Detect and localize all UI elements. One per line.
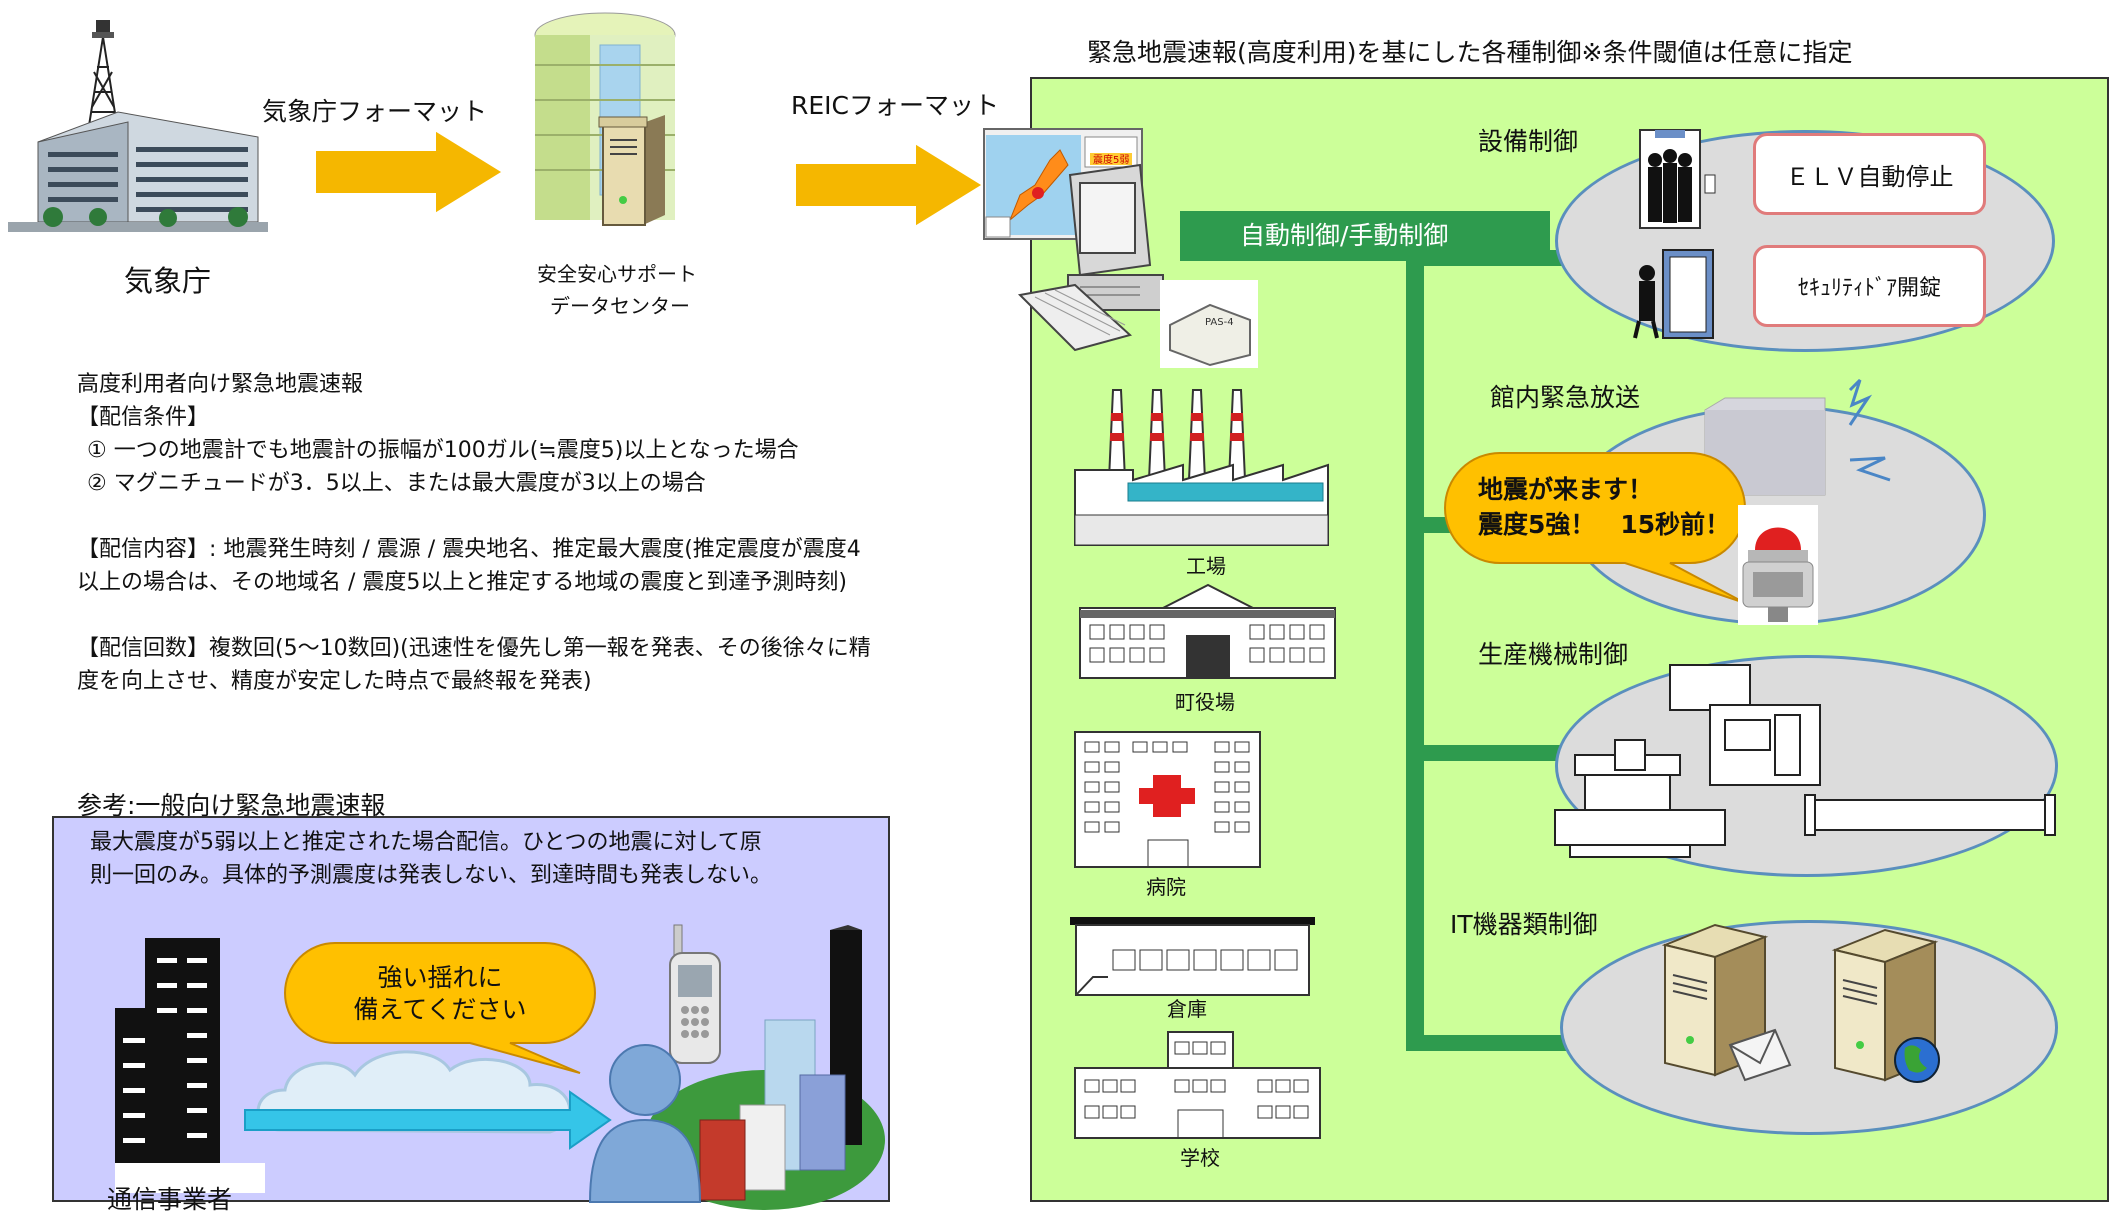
- cloud-signal-icon: [244, 1050, 612, 1150]
- building-label-hospital: 病院: [1146, 875, 1186, 899]
- warehouse-icon: [1070, 917, 1315, 996]
- broadcast-bubble-text-2: 震度5強！ 15秒前！: [1478, 510, 1731, 539]
- control-title: 緊急地震速報(高度利用)を基にした各種制御※条件閾値は任意に指定: [1087, 38, 1853, 67]
- factory-icon: [1074, 389, 1329, 546]
- svg-text:PAS-4: PAS-4: [1205, 317, 1234, 328]
- client-pc-icon: 震度5弱 PAS-4: [983, 128, 1258, 368]
- jma-building-icon: [8, 20, 268, 232]
- count-1: 【配信回数】複数回(5～10数回)(迅速性を優先し第一報を発表、その後徐々に精: [77, 636, 871, 661]
- auto-manual-label: 自動制御/手動制御: [1240, 221, 1449, 250]
- content-2: 以上の場合は、その地域名 / 震度5以上と推定する地域の震度と到達予測時刻): [77, 570, 847, 595]
- center-label-1: 安全安心サポート: [537, 262, 697, 286]
- reic-format-label: REICフォーマット: [791, 91, 999, 120]
- broadcast-label: 館内緊急放送: [1490, 383, 1641, 412]
- town-hall-icon: [1079, 583, 1336, 679]
- elevator-icon: [1639, 129, 1716, 229]
- building-label-school: 学校: [1180, 1146, 1220, 1170]
- school-icon: [1074, 1031, 1321, 1139]
- building-label-townhall: 町役場: [1175, 690, 1235, 714]
- broadcast-bubble: [1444, 452, 1746, 604]
- arrow-jma-to-center: [314, 128, 505, 216]
- count-2: 度を向上させ、精度が安定した時点で最終報を発表): [77, 669, 592, 694]
- general-bubble: [284, 942, 596, 1074]
- jma-label: 気象庁: [124, 264, 212, 298]
- center-label-2: データセンター: [550, 294, 690, 318]
- security-door-icon: [1633, 249, 1714, 339]
- carrier-building-icon: [115, 938, 265, 1193]
- it-oval: [1560, 920, 2058, 1135]
- broadcast-bubble-text-1: 地震が来ます！: [1478, 475, 1654, 504]
- production-label: 生産機械制御: [1478, 640, 1629, 669]
- it-label: IT機器類制御: [1450, 910, 1598, 939]
- person-city-icon: [588, 924, 885, 1210]
- jma-format-label: 気象庁フォーマット: [262, 97, 488, 126]
- building-label-factory: 工場: [1186, 554, 1226, 578]
- security-door-box: ｾｷｭﾘﾃｨﾄﾞｱ開錠: [1753, 245, 1986, 327]
- general-title: 参考:一般向け緊急地震速報: [77, 791, 386, 820]
- carrier-label: 通信事業者: [107, 1185, 233, 1214]
- server-globe-icon: [1831, 928, 1940, 1083]
- cond-1: ① 一つの地震計でも地震計の振幅が100ガル(≒震度5)以上となった場合: [87, 438, 799, 463]
- facility-label: 設備制御: [1478, 127, 1579, 156]
- content-1: 【配信内容】: 地震発生時刻 / 震源 / 震央地名、推定最大震度(推定震度が震…: [77, 537, 861, 562]
- hospital-icon: [1074, 731, 1261, 868]
- warning-light-icon: [1738, 505, 1818, 625]
- advanced-info-block: 高度利用者向け緊急地震速報 【配信条件】 ① 一つの地震計でも地震計の振幅が10…: [77, 368, 871, 698]
- general-bubble-text-1: 強い揺れに: [377, 963, 503, 992]
- cond-head: 【配信条件】: [77, 405, 210, 430]
- cond-2: ② マグニチュードが3．5以上、または最大震度が3以上の場合: [87, 471, 706, 496]
- general-desc-1: 最大震度が5弱以上と推定された場合配信。ひとつの地震に対して原: [90, 830, 762, 855]
- building-label-warehouse: 倉庫: [1167, 997, 1207, 1021]
- server-mail-icon: [1661, 923, 1792, 1082]
- elv-auto-stop-box: ＥＬＶ自動停止: [1753, 133, 1986, 215]
- arrow-center-to-client: [794, 141, 985, 229]
- datacenter-icon: [534, 12, 676, 226]
- production-machines-icon: [1554, 664, 2056, 858]
- advanced-title: 高度利用者向け緊急地震速報: [77, 372, 364, 397]
- general-bubble-text-2: 備えてください: [353, 995, 527, 1024]
- monitor-intensity-text: 震度5弱: [1093, 153, 1129, 166]
- general-desc-2: 則一回のみ。具体的予測震度は発表しない、到達時間も発表しない。: [90, 863, 773, 888]
